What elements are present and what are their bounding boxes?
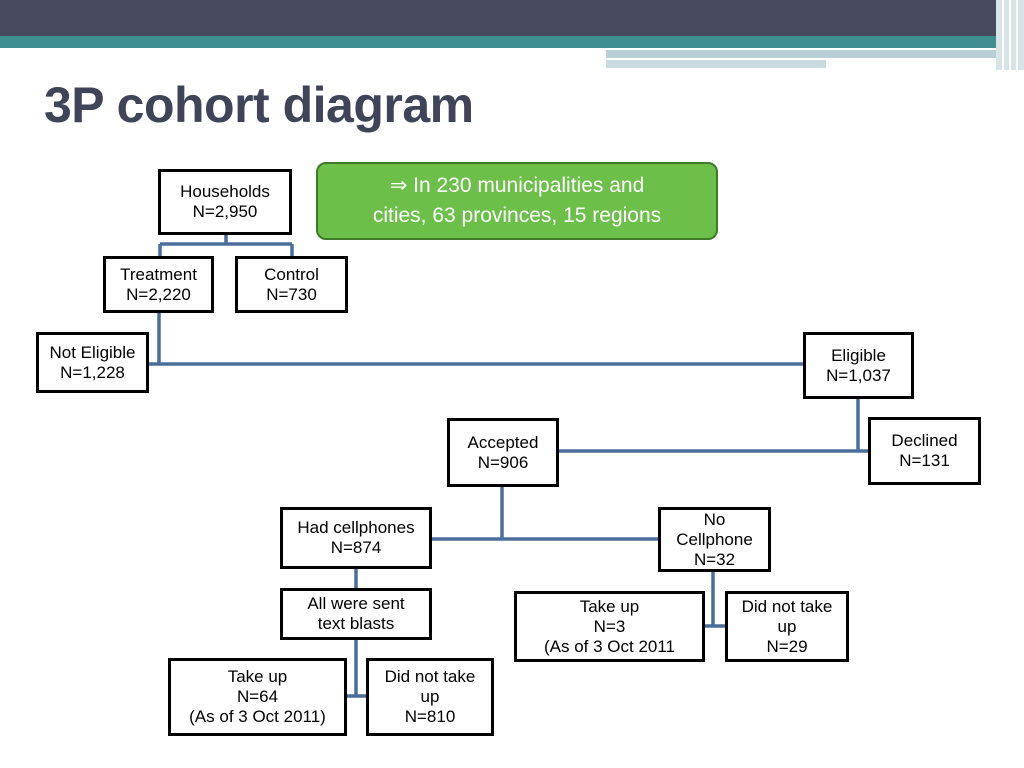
node-takeup-no-cellphone: Take up N=3 (As of 3 Oct 2011 [514,591,705,662]
node-label: Control [264,264,319,284]
callout-line-2: cities, 63 provinces, 15 regions [372,204,662,227]
node-count: N=2,950 [192,202,258,221]
node-did-not-take-cellphone: Did not take up N=810 [366,658,494,736]
node-control: Control N=730 [235,256,348,313]
node-treatment: Treatment N=2,220 [103,256,214,313]
node-count: N=1,037 [826,365,891,385]
node-label: Not Eligible [49,342,136,362]
node-count: N=32 [693,549,736,569]
node-count: N=2,220 [126,284,191,304]
node-declined: Declined N=131 [868,417,981,485]
node-did-not-take-no-cellphone: Did not take up N=29 [725,591,849,662]
node-text-blasts: All were sent text blasts [280,588,432,640]
node-not-eligible: Not Eligible N=1,228 [36,332,149,393]
header-right-stripes [996,0,1024,70]
node-label-line-1: Did not take [384,667,476,686]
node-households: Households N=2,950 [158,169,292,235]
node-count: N=64 [236,687,279,706]
node-label: Take up [579,596,640,616]
node-label-line-1: No [703,509,726,529]
node-had-cellphones: Had cellphones N=874 [280,507,432,569]
node-count: N=730 [266,284,317,304]
node-count: N=131 [899,451,950,470]
node-label: Treatment [120,264,197,284]
node-note: (As of 3 Oct 2011 [543,636,676,656]
node-count: N=3 [593,616,626,636]
node-label: Eligible [831,345,886,365]
node-accepted: Accepted N=906 [447,418,559,487]
node-label-line-2: Cellphone [676,529,753,549]
node-label: Accepted [467,432,539,452]
node-note: (As of 3 Oct 2011) [189,707,326,726]
header-bar-dark [0,0,1024,36]
node-count: N=906 [477,452,529,472]
node-count: N=1,228 [60,362,125,382]
header-bar-light [606,50,1006,58]
node-label-line-1: All were sent [307,594,405,613]
node-count: N=874 [330,538,382,557]
node-label: Households [180,182,270,201]
node-label: Declined [891,431,958,450]
header-bar-light-short [606,60,826,68]
node-label-line-2: text blasts [317,614,395,633]
node-count: N=29 [766,636,808,656]
slide-title: 3P cohort diagram [44,77,474,133]
callout-line-1: ⇒ In 230 municipalities and [389,174,645,197]
header-bar-teal [0,36,1000,48]
coverage-callout: ⇒ In 230 municipalities and cities, 63 p… [316,162,718,240]
node-label-line-1: Did not take [741,596,833,616]
node-label-line-2: up [777,616,797,636]
node-no-cellphone: No Cellphone N=32 [658,507,771,572]
node-takeup-cellphone: Take up N=64 (As of 3 Oct 2011) [168,658,347,736]
node-label: Had cellphones [297,518,415,537]
node-count: N=810 [404,707,456,726]
node-label: Take up [227,667,288,686]
node-eligible: Eligible N=1,037 [803,332,914,399]
node-label-line-2: up [420,687,440,706]
